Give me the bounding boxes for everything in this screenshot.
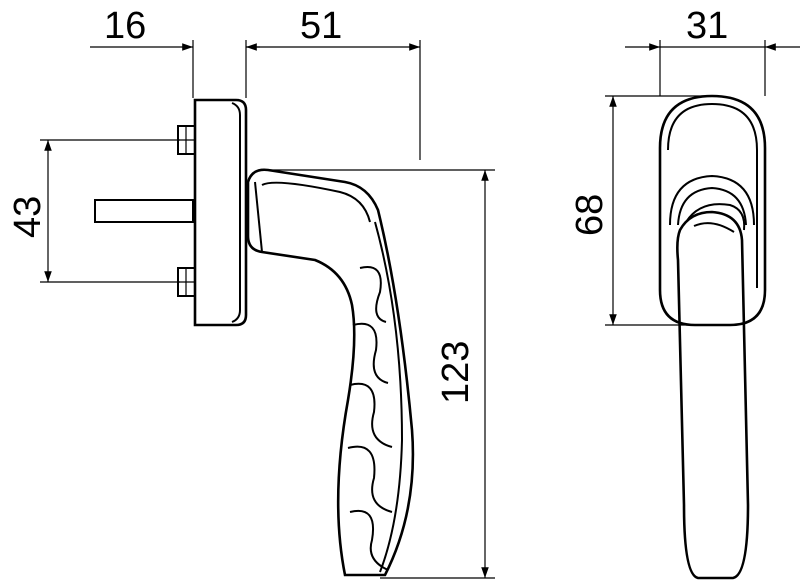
dim-label-123: 123 [435, 341, 477, 404]
handle-profile [246, 168, 415, 577]
dimension-51: 51 [246, 5, 421, 160]
dimension-31: 31 [625, 5, 800, 96]
front-rose [658, 94, 767, 327]
dimension-16: 16 [90, 5, 260, 98]
dim-label-16: 16 [104, 5, 146, 47]
dim-label-68: 68 [569, 194, 611, 236]
top-screw [177, 125, 196, 155]
dimension-43: 43 [7, 139, 180, 283]
rose-plate [193, 98, 248, 327]
front-handle [676, 210, 750, 580]
dim-label-51: 51 [300, 5, 342, 47]
dimension-68: 68 [569, 95, 712, 326]
front-collar [669, 174, 755, 226]
spindle [94, 199, 194, 223]
dimension-123: 123 [268, 169, 495, 579]
bottom-screw [177, 267, 196, 297]
grip-ridges [347, 221, 404, 573]
side-view [94, 98, 415, 577]
dim-label-31: 31 [686, 5, 728, 47]
dim-label-43: 43 [7, 196, 49, 238]
front-view [658, 94, 767, 580]
